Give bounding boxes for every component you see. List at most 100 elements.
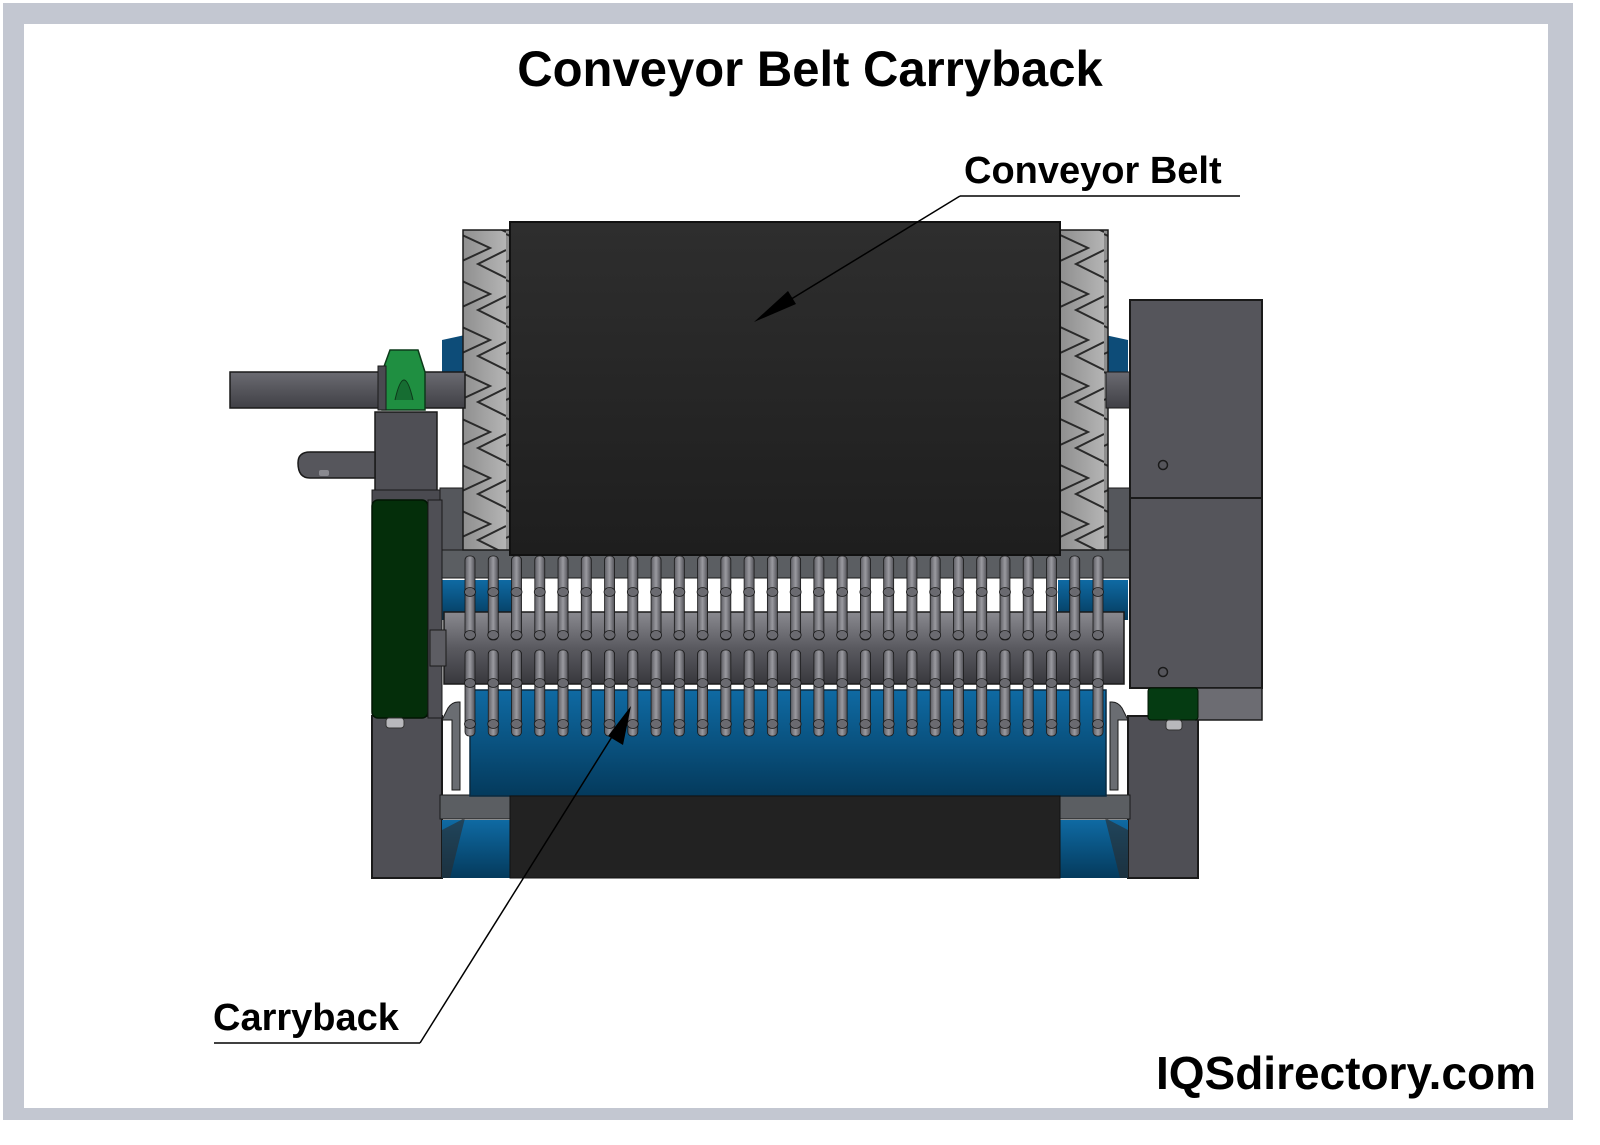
bristle-rivet: [603, 678, 616, 688]
bristle-rivet: [882, 678, 895, 688]
motor-housing: [1129, 299, 1263, 731]
brush-bristle: [487, 649, 499, 737]
bristle-rivet: [836, 587, 849, 597]
bristle-rivet: [836, 678, 849, 688]
bristle-rivet: [975, 587, 988, 597]
bristle-rivet: [766, 587, 779, 597]
bristle-rivet: [766, 630, 779, 640]
bristle-rivet: [1092, 678, 1104, 688]
bristle-rivet: [510, 630, 523, 640]
label-carryback: Carryback: [213, 997, 399, 1039]
brush-bristle: [766, 555, 778, 641]
drive-shaft: [229, 371, 1131, 409]
left-guard-housing: [371, 499, 443, 729]
brush-bristle: [720, 555, 732, 641]
brush-bristle: [1092, 555, 1104, 641]
bristle-rivet: [1068, 678, 1081, 688]
left-frame-leg: [371, 715, 443, 879]
bristle-rivet: [696, 678, 709, 688]
brush-bristle: [836, 649, 848, 737]
bristle-rivet: [650, 630, 662, 640]
brush-bristle: [604, 555, 615, 641]
bristle-rivet: [789, 587, 802, 597]
brush-bristle: [580, 555, 592, 641]
bristle-rivet: [859, 719, 872, 729]
brush-bristles: [464, 555, 1104, 737]
bristle-rivet: [626, 719, 639, 729]
drive-pulley-lagging: [462, 229, 1109, 551]
conveyor-belt: [509, 221, 1061, 556]
bristle-rivet: [673, 587, 686, 597]
bristle-rivet: [1022, 719, 1035, 729]
bristle-rivet: [650, 587, 662, 597]
arrowhead-icon: [608, 706, 631, 745]
bristle-rivet: [812, 678, 825, 688]
bristle-rivet: [603, 587, 616, 597]
bristle-rivet: [487, 587, 500, 597]
brush-bristle: [929, 555, 941, 641]
bristle-rivet: [929, 587, 942, 597]
bristle-rivet: [789, 630, 802, 640]
bristle-rivet: [999, 587, 1011, 597]
bristle-rivet: [812, 587, 825, 597]
brush-bristle: [534, 555, 546, 641]
bristle-rivet: [1045, 587, 1058, 597]
brush-bristle: [697, 649, 708, 737]
brush-bristle: [557, 649, 569, 737]
bristle-rivet: [533, 587, 546, 597]
bristle-rivet: [1092, 587, 1104, 597]
bristle-rivet: [464, 587, 476, 597]
bristle-rivet: [1068, 630, 1081, 640]
bristle-rivet: [743, 630, 756, 640]
brush-bristle: [557, 555, 569, 641]
brush-bristle: [464, 649, 476, 737]
brush-bristle: [999, 649, 1011, 737]
bristle-rivet: [999, 630, 1011, 640]
brush-bristle: [953, 555, 964, 641]
bristle-rivet: [952, 587, 965, 597]
brush-bristle: [1046, 555, 1057, 641]
bristle-rivet: [1045, 719, 1058, 729]
bristle-rivet: [650, 719, 662, 729]
brush-bristle: [650, 649, 662, 737]
brush-bristle: [906, 649, 918, 737]
bristle-rivet: [487, 630, 500, 640]
brush-bristle: [976, 649, 988, 737]
label-conveyor-belt: Conveyor Belt: [964, 150, 1222, 192]
bristle-rivet: [1092, 719, 1104, 729]
bristle-rivet: [906, 587, 918, 597]
bristle-rivet: [1022, 587, 1035, 597]
bristle-rivet: [999, 678, 1011, 688]
brush-bristle: [813, 649, 825, 737]
brush-bristle: [511, 555, 522, 641]
brush-bristle: [906, 555, 918, 641]
bristle-rivet: [859, 630, 872, 640]
brush-bristle: [790, 649, 802, 737]
bristle-rivet: [743, 719, 756, 729]
bristle-rivet: [812, 630, 825, 640]
brush-bristle: [813, 555, 825, 641]
bristle-rivet: [882, 630, 895, 640]
brush-bristle: [511, 649, 522, 737]
right-frame-leg: [1127, 715, 1199, 879]
bristle-rivet: [719, 678, 732, 688]
bristle-rivet: [859, 587, 872, 597]
bristle-rivet: [766, 719, 779, 729]
bristle-rivet: [1022, 630, 1035, 640]
bristle-rivet: [906, 678, 918, 688]
bristle-rivet: [812, 719, 825, 729]
bristle-rivet: [836, 719, 849, 729]
bristle-rivet: [719, 587, 732, 597]
bristle-rivet: [673, 678, 686, 688]
brush-bristle: [766, 649, 778, 737]
brush-bristle: [580, 649, 592, 737]
brush-bristle: [743, 649, 755, 737]
diagram-title: Conveyor Belt Carryback: [517, 41, 1103, 97]
brush-bristle: [1022, 555, 1034, 641]
brush-bristle: [976, 555, 988, 641]
bristle-rivet: [626, 678, 639, 688]
carryback-leader-line: [214, 706, 631, 1044]
bristle-rivet: [882, 719, 895, 729]
bristle-rivet: [533, 678, 546, 688]
brush-bristle: [627, 555, 639, 641]
